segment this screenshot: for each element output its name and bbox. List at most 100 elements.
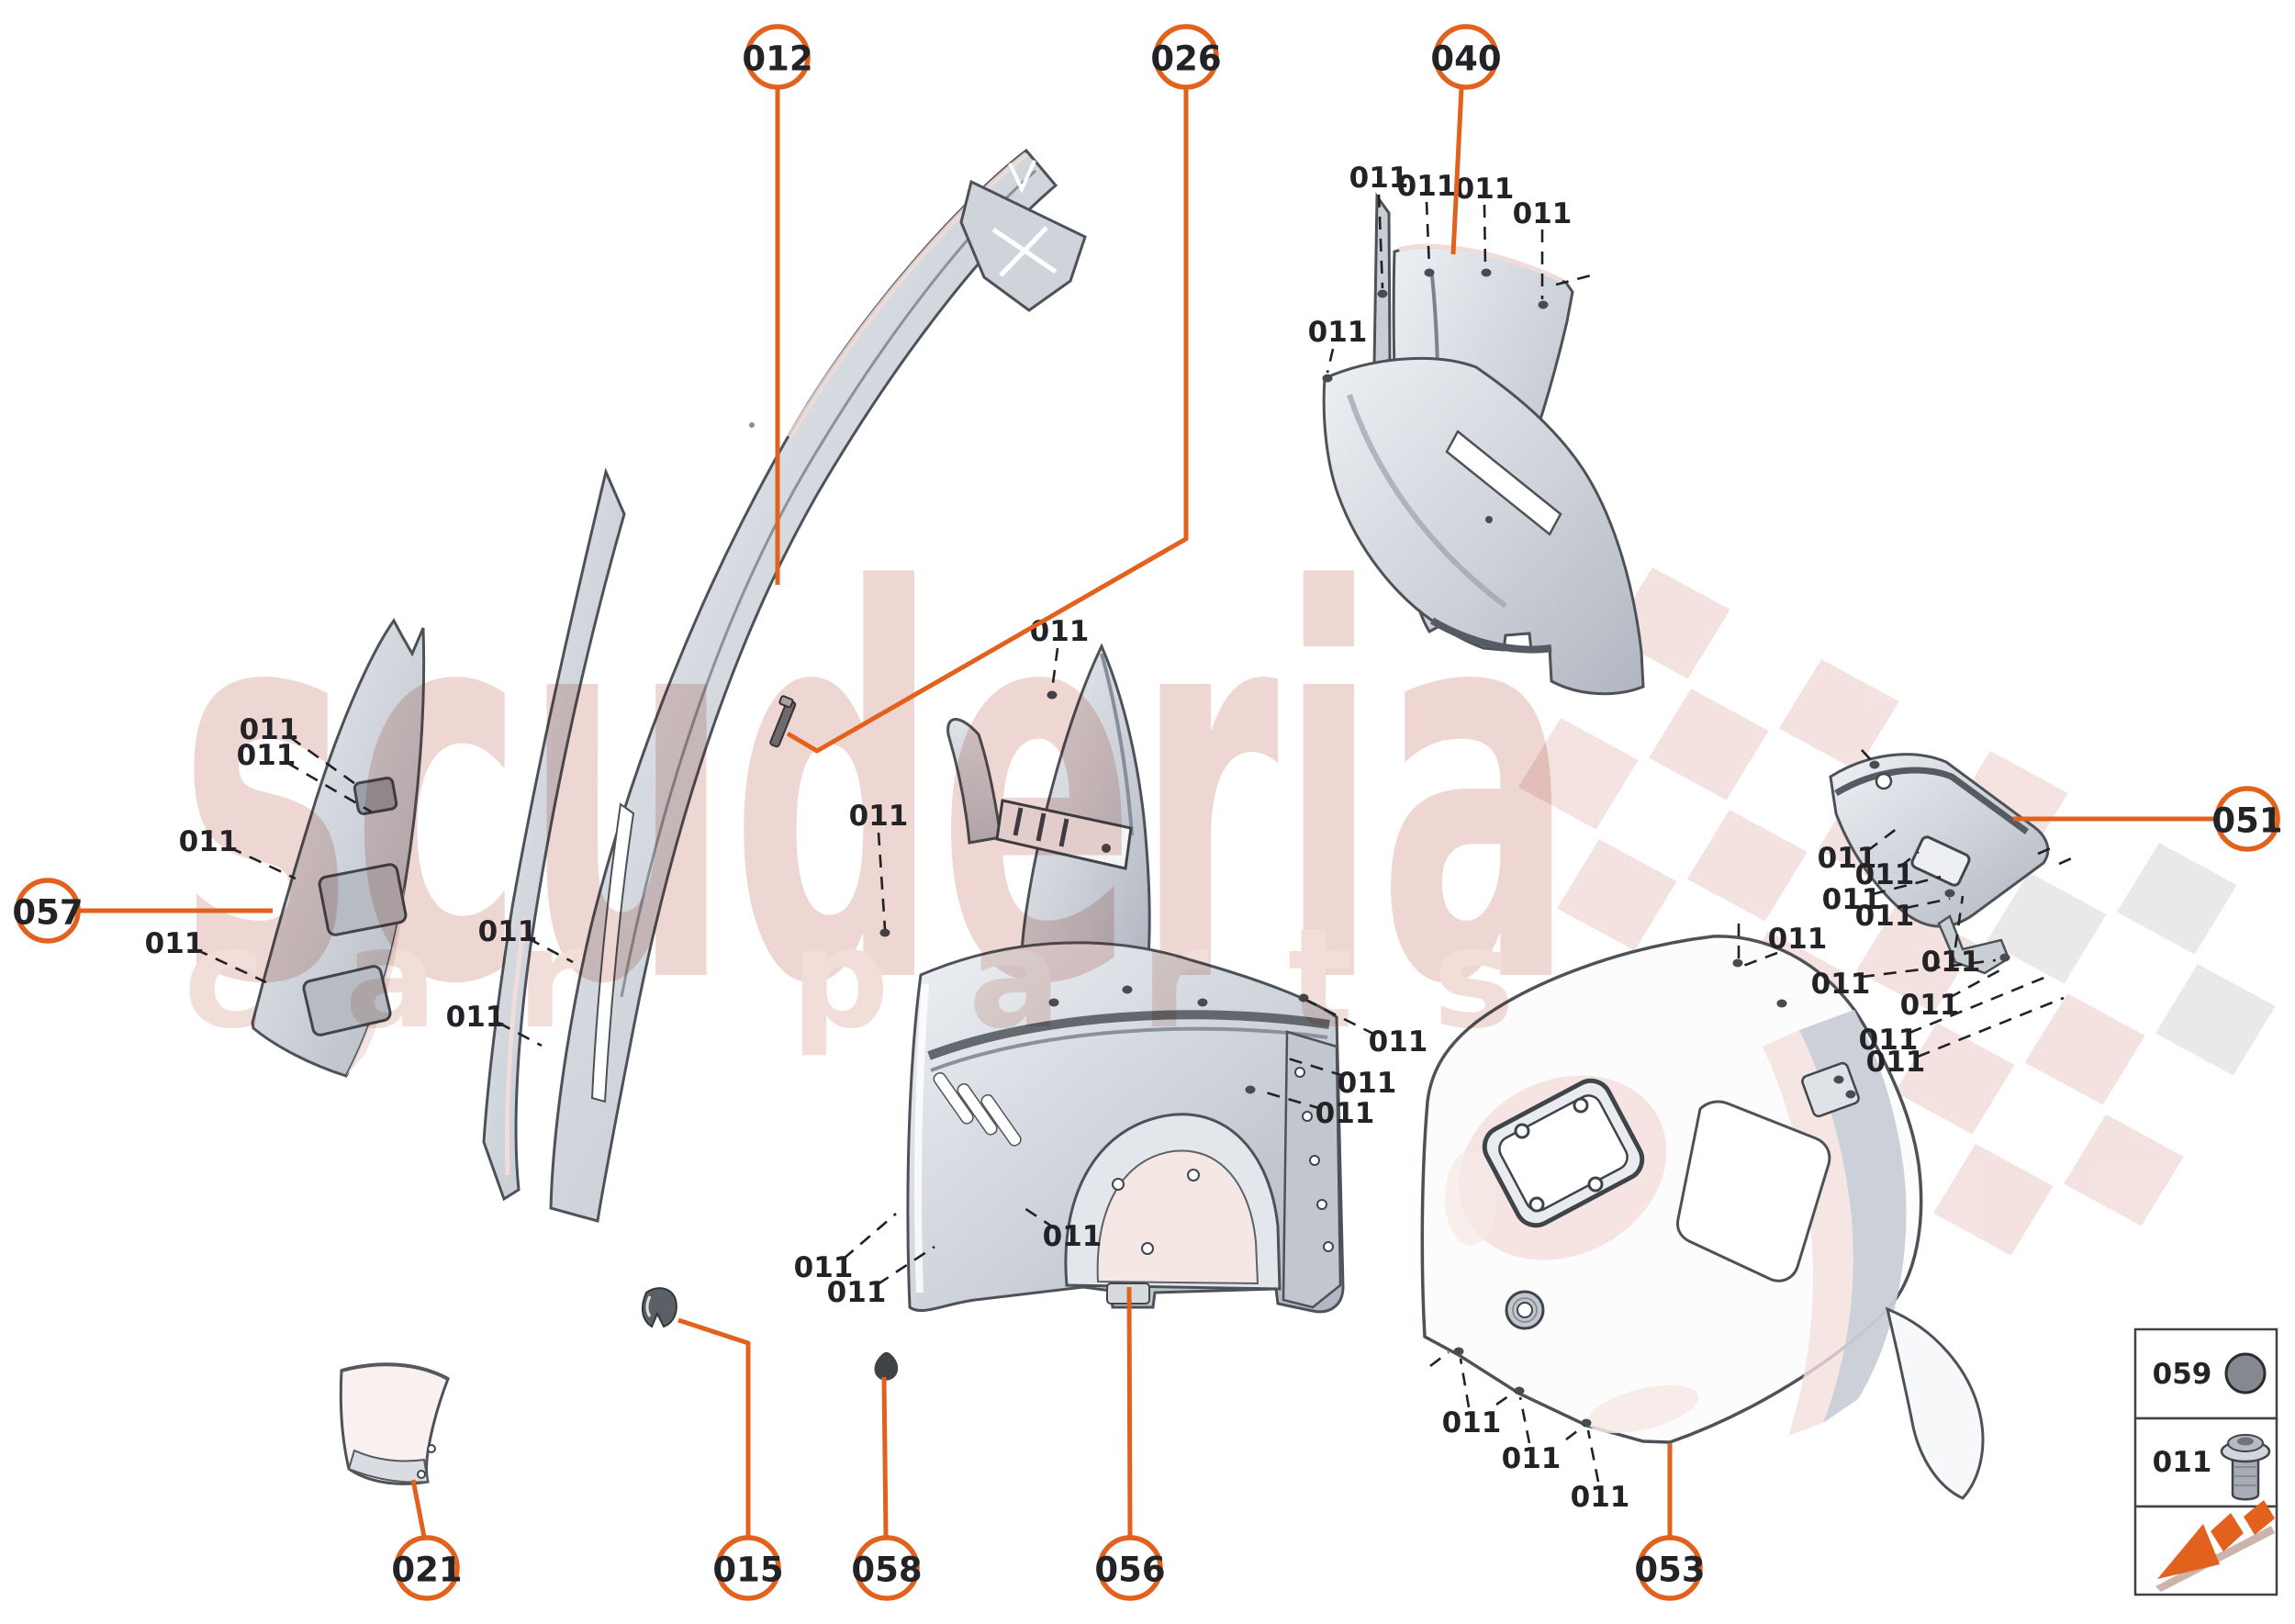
callout-circle[interactable] bbox=[1433, 24, 1499, 90]
callout-number: 040 bbox=[1430, 39, 1501, 79]
callout-circle[interactable] bbox=[1097, 1535, 1163, 1601]
svg-text:011: 011 bbox=[1818, 842, 1877, 875]
part-012-pillar-frame[interactable] bbox=[482, 148, 1087, 1223]
svg-text:011: 011 bbox=[240, 713, 299, 746]
svg-text:011: 011 bbox=[179, 825, 239, 858]
fastener-label-011: 011 bbox=[1349, 162, 1408, 289]
callout-040[interactable]: 040 bbox=[1430, 24, 1502, 255]
fastener-label-011: 011 bbox=[1822, 875, 1942, 916]
part-053-compartment-liner[interactable] bbox=[1420, 935, 1985, 1500]
svg-text:011: 011 bbox=[1921, 946, 1981, 979]
callout-circle[interactable] bbox=[854, 1535, 920, 1601]
liner-cutout bbox=[1676, 1100, 1831, 1282]
part-057-pillar-trim[interactable] bbox=[251, 618, 426, 1078]
svg-text:011: 011 bbox=[1315, 1097, 1375, 1130]
callout-number: 053 bbox=[1634, 1551, 1705, 1590]
dash-leader bbox=[1861, 749, 1874, 763]
part-021-insulation-pad[interactable] bbox=[339, 1362, 450, 1485]
checker-diamond bbox=[1557, 839, 1677, 951]
callout-circle[interactable] bbox=[1637, 1535, 1703, 1601]
watermark: scuderia car parts bbox=[179, 481, 1574, 1101]
fastener-label-011: 011 bbox=[1900, 966, 2006, 1022]
fastener-pin bbox=[1122, 985, 1133, 994]
fastener-label-011: 011 bbox=[240, 713, 359, 788]
part-015-clip[interactable] bbox=[641, 1287, 677, 1328]
svg-text:011: 011 bbox=[1030, 615, 1090, 648]
svg-text:011: 011 bbox=[1338, 1067, 1397, 1100]
checker-diamond bbox=[1687, 810, 1808, 922]
callout-026[interactable]: 026 bbox=[786, 24, 1222, 754]
callout-053[interactable]: 053 bbox=[1634, 1443, 1706, 1601]
svg-text:011: 011 bbox=[1455, 173, 1515, 206]
svg-text:011: 011 bbox=[827, 1276, 887, 1309]
fastener-pin bbox=[1245, 1085, 1256, 1094]
svg-text:011: 011 bbox=[1397, 170, 1457, 203]
part-051-trim-bracket[interactable] bbox=[1829, 753, 2050, 975]
fastener-label-011: 011 bbox=[478, 915, 574, 964]
bracket-leg bbox=[1937, 914, 2010, 975]
callout-058[interactable]: 058 bbox=[851, 1376, 923, 1601]
callout-number: 012 bbox=[742, 39, 812, 79]
fastener-pin bbox=[1298, 993, 1309, 1002]
callout-number: 015 bbox=[712, 1551, 783, 1590]
pillar-inner-strip bbox=[482, 467, 626, 1202]
fastener-label-011: 011 bbox=[1495, 1390, 1561, 1475]
callout-number: 057 bbox=[12, 893, 83, 933]
svg-text:011: 011 bbox=[1571, 1481, 1630, 1514]
dash-leader bbox=[2058, 855, 2077, 866]
grommet bbox=[1505, 1290, 1545, 1330]
part-058-buffer[interactable] bbox=[874, 1351, 899, 1381]
checker-diamond bbox=[1518, 718, 1639, 830]
svg-text:011: 011 bbox=[145, 927, 205, 960]
svg-text:011: 011 bbox=[849, 800, 909, 833]
svg-text:011: 011 bbox=[1900, 989, 1960, 1022]
checker-diamond bbox=[1933, 1144, 2054, 1256]
fastener-label-011: 011 bbox=[1018, 1203, 1102, 1253]
fastener-pin bbox=[1776, 999, 1787, 1008]
svg-text:011: 011 bbox=[1859, 1024, 1919, 1057]
pillar-top-bracket bbox=[959, 179, 1087, 312]
arrow-logo-icon bbox=[2155, 1500, 2275, 1592]
watermark-line2: car parts bbox=[184, 900, 1515, 1059]
callout-circle[interactable] bbox=[2214, 786, 2280, 852]
callout-number: 051 bbox=[2211, 801, 2282, 841]
callout-012[interactable]: 012 bbox=[742, 24, 813, 585]
fastener-label-011: 011 bbox=[1866, 996, 2065, 1079]
callout-circle[interactable] bbox=[744, 24, 811, 90]
fastener-label-011: 011 bbox=[1855, 897, 1951, 933]
fastener-label-011: 011 bbox=[1859, 973, 2052, 1057]
fastener-label-011: 011 bbox=[1306, 999, 1427, 1058]
svg-text:011: 011 bbox=[446, 1001, 506, 1034]
fastener-pin bbox=[1047, 690, 1058, 700]
fastener-pin bbox=[1048, 998, 1059, 1007]
part-026-pin[interactable] bbox=[764, 695, 797, 748]
part-056-wheel-arch-liner[interactable] bbox=[906, 643, 1345, 1314]
callout-057[interactable]: 057 bbox=[12, 878, 273, 944]
fastener-pin bbox=[1377, 289, 1388, 298]
svg-text:011: 011 bbox=[1822, 883, 1882, 916]
callout-015[interactable]: 015 bbox=[677, 1317, 784, 1601]
part-040-quarter-panel[interactable] bbox=[1322, 192, 1645, 696]
checker-diamond bbox=[2155, 964, 2276, 1076]
callout-circle[interactable] bbox=[15, 878, 81, 944]
fastener-pin bbox=[1481, 268, 1492, 277]
fastener-pin bbox=[1197, 998, 1208, 1007]
callout-051[interactable]: 051 bbox=[2013, 786, 2283, 852]
inner-strap bbox=[1445, 430, 1562, 536]
callout-circle[interactable] bbox=[1153, 24, 1219, 90]
callout-056[interactable]: 056 bbox=[1094, 1286, 1166, 1601]
callout-021[interactable]: 021 bbox=[391, 1479, 463, 1601]
svg-text:011: 011 bbox=[1513, 197, 1573, 230]
svg-text:011: 011 bbox=[478, 915, 538, 948]
fastener-label-011: 011 bbox=[1513, 197, 1573, 299]
foam-pad bbox=[302, 965, 392, 1036]
callout-circle[interactable] bbox=[394, 1535, 460, 1601]
fastener-pins bbox=[879, 268, 2010, 1428]
fastener-pin bbox=[879, 928, 890, 937]
checker-diamond bbox=[1895, 1023, 2015, 1135]
svg-text:011: 011 bbox=[1866, 1046, 1926, 1079]
trim-clip-block bbox=[353, 777, 398, 815]
access-panel bbox=[1482, 1078, 1645, 1228]
fastener-pin bbox=[1833, 1075, 1844, 1084]
callout-circle[interactable] bbox=[715, 1535, 781, 1601]
